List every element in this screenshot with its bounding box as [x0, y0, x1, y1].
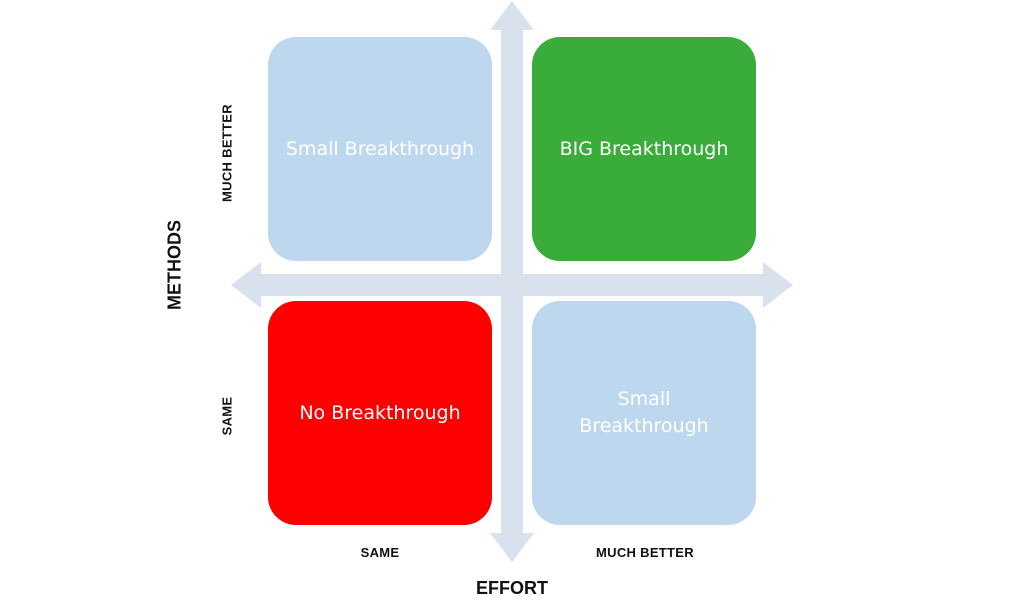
quadrant-bottom-right-label: Small Breakthrough	[579, 388, 709, 437]
x-axis-title: EFFORT	[476, 578, 548, 598]
vertical-axis-arrow	[490, 1, 534, 562]
y-axis-tick-low: SAME	[219, 396, 235, 436]
quadrant-bottom-left-label: No Breakthrough	[299, 401, 461, 424]
quadrant-top-right: BIG Breakthrough	[532, 37, 756, 261]
quadrant-top-left: Small Breakthrough	[268, 37, 492, 261]
quadrant-top-left-label: Small Breakthrough	[285, 137, 475, 160]
x-axis-tick-high: MUCH BETTER	[596, 545, 694, 560]
x-axis-tick-low: SAME	[360, 545, 400, 560]
y-axis-title: METHODS	[164, 220, 185, 310]
quadrant-bottom-right: Small Breakthrough	[532, 301, 756, 525]
quadrant-top-right-label: BIG Breakthrough	[559, 137, 729, 160]
y-axis-tick-high: MUCH BETTER	[219, 104, 235, 202]
quadrant-bottom-left: No Breakthrough	[268, 301, 492, 525]
